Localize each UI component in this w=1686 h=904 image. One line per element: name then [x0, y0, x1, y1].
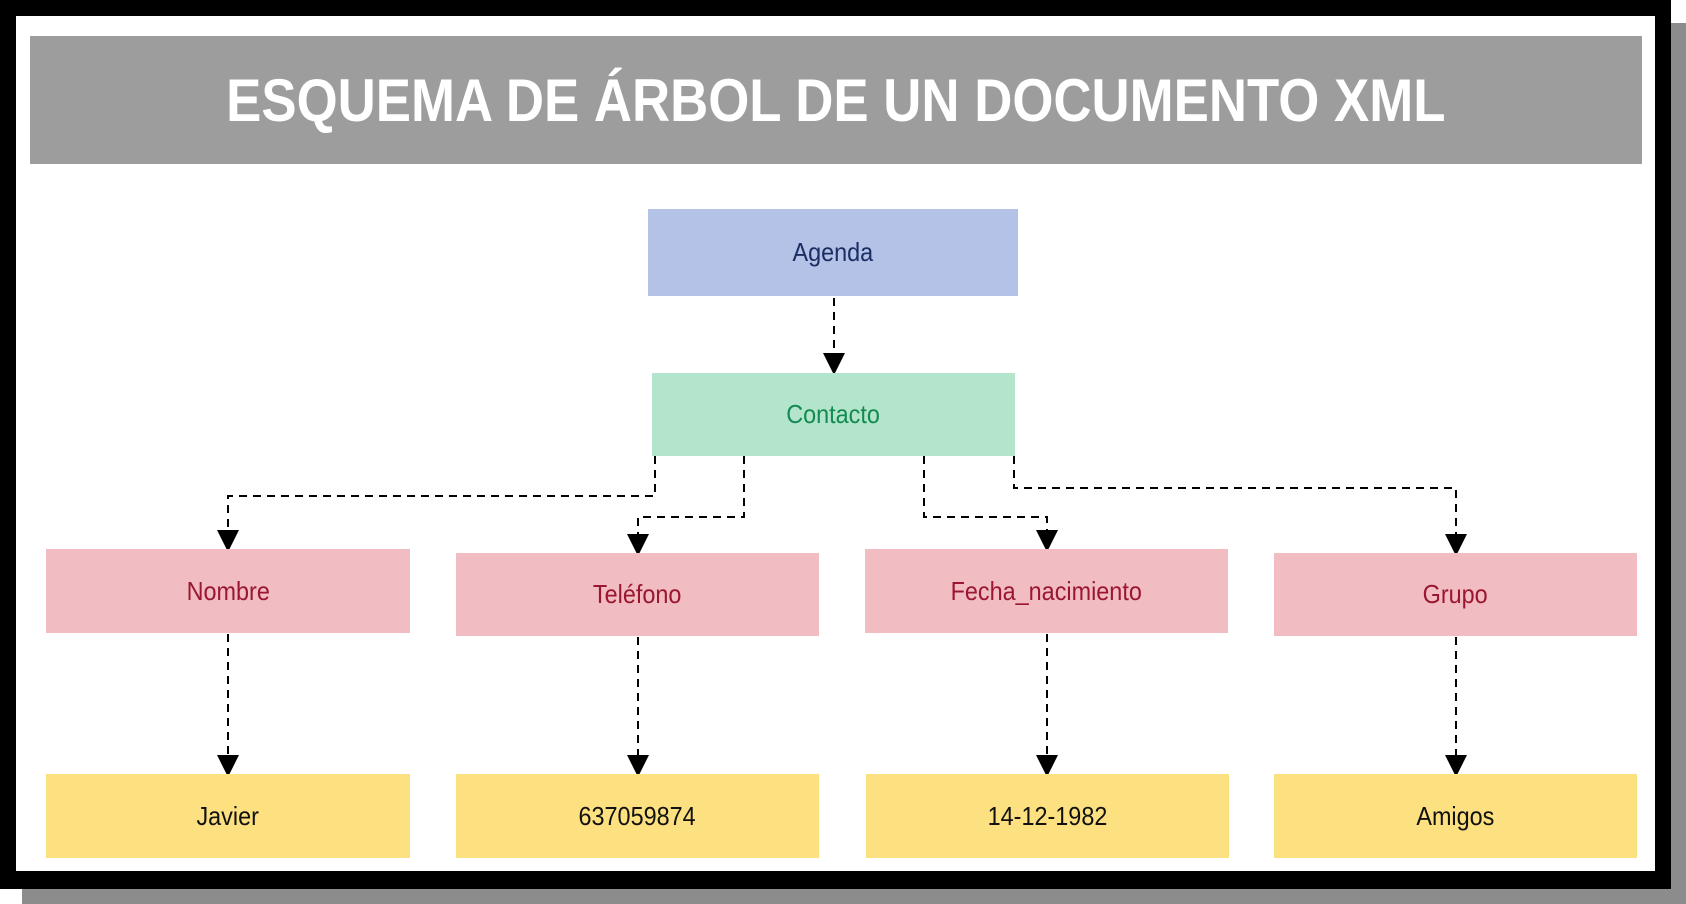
- arrowhead-amigos: [1445, 755, 1467, 777]
- connector-contacto-nombre: [227, 456, 656, 532]
- value-amigos: Amigos: [1274, 774, 1637, 858]
- connector-contacto-fecha: [923, 456, 1048, 532]
- value-amigos-text: Amigos: [1416, 800, 1495, 831]
- title-bar: ESQUEMA DE ÁRBOL DE UN DOCUMENTO XML: [30, 36, 1642, 164]
- node-grupo-label: Grupo: [1422, 579, 1489, 609]
- node-nombre: Nombre: [46, 549, 410, 633]
- connector-contacto-telefono: [637, 456, 745, 536]
- connector-contacto-grupo: [1013, 456, 1457, 536]
- value-javier: Javier: [46, 774, 410, 858]
- arrowhead-contacto: [823, 353, 845, 375]
- arrowhead-grupo: [1445, 534, 1467, 556]
- node-agenda: Agenda: [648, 209, 1018, 296]
- diagram-title: ESQUEMA DE ÁRBOL DE UN DOCUMENTO XML: [226, 66, 1446, 134]
- frame-shadow-right: [1671, 23, 1686, 904]
- node-contacto-label: Contacto: [786, 399, 881, 429]
- arrowhead-fecha: [1036, 530, 1058, 552]
- node-telefono: Teléfono: [456, 553, 819, 636]
- node-nombre-label: Nombre: [186, 575, 270, 606]
- arrowhead-javier: [217, 755, 239, 777]
- node-fecha-nacimiento-label: Fecha_nacimiento: [950, 575, 1143, 606]
- frame-shadow-bottom: [22, 889, 1686, 904]
- node-fecha-nacimiento: Fecha_nacimiento: [865, 549, 1228, 633]
- arrowhead-telefono: [627, 534, 649, 556]
- value-telefono: 637059874: [456, 774, 819, 858]
- node-telefono-label: Teléfono: [593, 579, 682, 609]
- value-fecha: 14-12-1982: [866, 774, 1229, 858]
- value-javier-text: Javier: [196, 800, 260, 831]
- arrowhead-nombre: [217, 530, 239, 552]
- value-telefono-text: 637059874: [578, 800, 697, 831]
- node-grupo: Grupo: [1274, 553, 1637, 636]
- arrowhead-telefono-value: [627, 755, 649, 777]
- arrowhead-fecha-value: [1036, 755, 1058, 777]
- node-agenda-label: Agenda: [792, 237, 874, 267]
- value-fecha-text: 14-12-1982: [987, 800, 1108, 831]
- node-contacto: Contacto: [652, 373, 1015, 456]
